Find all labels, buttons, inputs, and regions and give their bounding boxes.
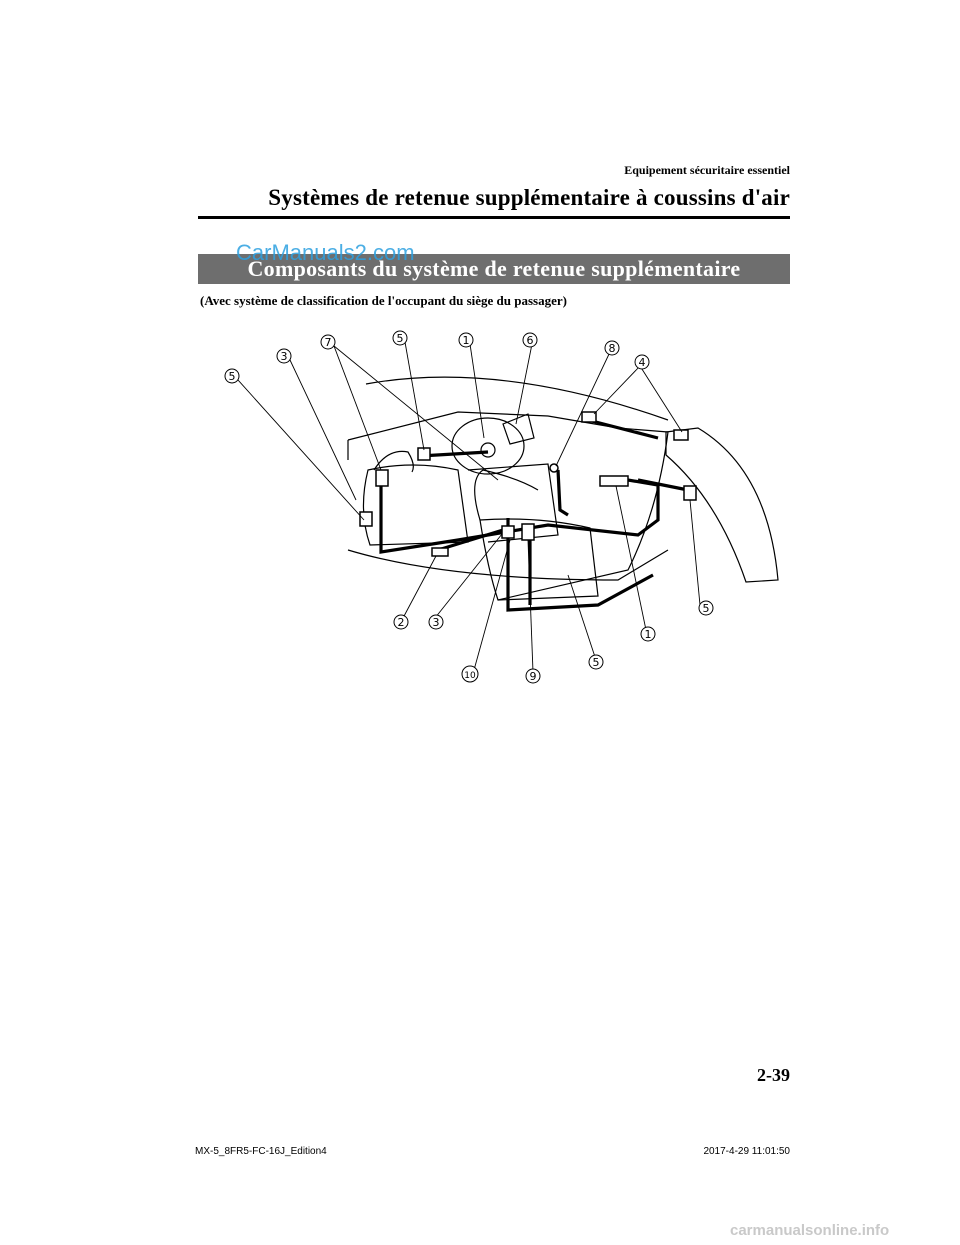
section-title: Systèmes de retenue supplémentaire à cou… xyxy=(268,185,790,210)
callout-7: 7 xyxy=(320,334,336,350)
footer-doc-id: MX-5_8FR5-FC-16J_Edition4 xyxy=(195,1146,327,1157)
svg-text:1: 1 xyxy=(463,334,470,347)
callout-10: 10 xyxy=(461,665,479,683)
curtain-inflator-rear xyxy=(673,429,689,441)
svg-text:5: 5 xyxy=(397,332,404,345)
callout-9: 9 xyxy=(525,668,541,684)
sensor-module-driver xyxy=(375,469,389,487)
callout-8: 8 xyxy=(604,340,620,356)
site-watermark-link[interactable]: carmanualsonline.info xyxy=(730,1222,890,1239)
passenger-pretensioner xyxy=(521,523,535,541)
buckle-switch-passenger xyxy=(501,525,515,539)
watermark-link[interactable]: CarManuals2.com xyxy=(236,240,415,265)
svg-text:5: 5 xyxy=(229,370,236,383)
callout-1: 1 xyxy=(458,332,474,348)
topic-title: Composants du système de retenue supplém… xyxy=(247,256,741,281)
svg-text:6: 6 xyxy=(527,334,534,347)
callout-5: 5 xyxy=(392,330,408,346)
callout-1: 1 xyxy=(640,626,656,642)
right-door xyxy=(665,427,779,583)
svg-text:7: 7 xyxy=(325,336,332,349)
dashboard xyxy=(347,411,669,441)
callout-5: 5 xyxy=(698,600,714,616)
callout-5: 5 xyxy=(588,654,604,670)
control-module xyxy=(599,475,629,487)
steering-wheel xyxy=(451,417,525,475)
figure-caption: (Avec système de classification de l'occ… xyxy=(200,293,567,308)
srs-components-diagram: 5 3 7 5 1 6 8 4 5 1 5 9 10 3 2 xyxy=(224,330,779,684)
page-number: 2-39 xyxy=(757,1065,790,1085)
svg-text:8: 8 xyxy=(609,342,616,355)
passenger-seat xyxy=(479,518,599,601)
impact-sensor-right xyxy=(683,485,697,501)
svg-text:4: 4 xyxy=(639,356,646,369)
svg-text:2: 2 xyxy=(398,616,405,629)
header-rule xyxy=(198,216,790,219)
svg-text:10: 10 xyxy=(464,671,476,681)
chapter-header: Equipement sécuritaire essentiel xyxy=(624,163,790,177)
callout-3: 3 xyxy=(276,348,292,364)
svg-text:1: 1 xyxy=(645,628,652,641)
callout-3: 3 xyxy=(428,614,444,630)
driver-seat xyxy=(362,464,469,546)
seat-weight-sensor xyxy=(431,547,449,557)
svg-text:5: 5 xyxy=(703,602,710,615)
curtain-inflator-front xyxy=(581,411,597,423)
callout-5: 5 xyxy=(224,368,240,384)
footer-timestamp: 2017-4-29 11:01:50 xyxy=(703,1146,790,1157)
svg-text:3: 3 xyxy=(281,350,288,363)
svg-text:5: 5 xyxy=(593,656,600,669)
callout-2: 2 xyxy=(393,614,409,630)
svg-text:3: 3 xyxy=(433,616,440,629)
svg-text:9: 9 xyxy=(530,670,537,683)
callout-4: 4 xyxy=(634,354,650,370)
roof-line xyxy=(365,376,669,421)
pretensioner-driver xyxy=(359,511,373,527)
callout-6: 6 xyxy=(522,332,538,348)
topic-banner xyxy=(198,254,790,284)
